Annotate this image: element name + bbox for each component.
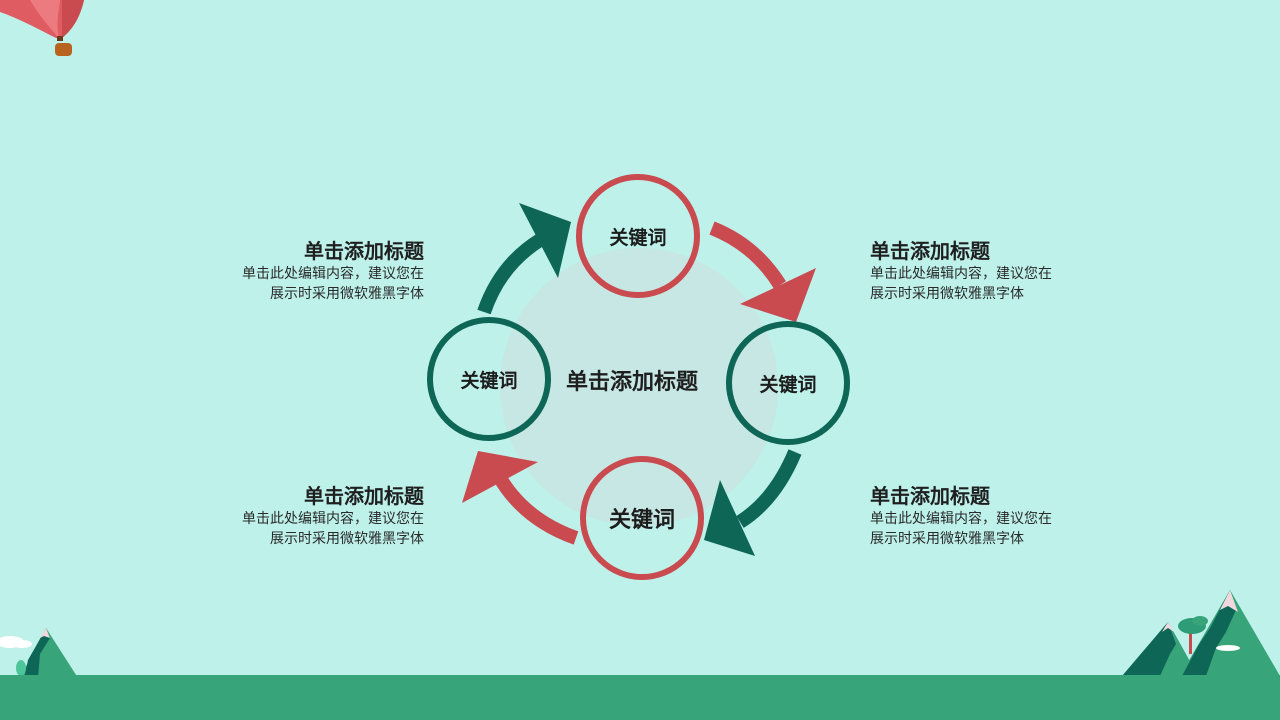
node-bottom-label: 关键词 [608, 508, 675, 533]
hot-air-balloon-icon [0, 0, 84, 56]
text-block-bottom-left[interactable]: 单击添加标题 单击此处编辑内容，建议您在 展示时采用微软雅黑字体 [164, 483, 424, 549]
block-line-2: 展示时采用微软雅黑字体 [270, 286, 424, 302]
arrow-top-to-right-icon [709, 221, 786, 289]
block-title: 单击添加标题 [304, 239, 424, 263]
text-block-top-left[interactable]: 单击添加标题 单击此处编辑内容，建议您在 展示时采用微软雅黑字体 [164, 238, 424, 304]
block-line-1: 单击此处编辑内容，建议您在 [242, 266, 424, 282]
center-title[interactable]: 单击添加标题 [566, 370, 699, 395]
block-title: 单击添加标题 [304, 484, 424, 508]
arrow-bottom-to-left-icon [493, 474, 579, 545]
node-top[interactable]: 关键词 [576, 174, 700, 298]
block-line-2: 展示时采用微软雅黑字体 [870, 286, 1024, 302]
node-top-label: 关键词 [609, 226, 667, 249]
block-line-1: 单击此处编辑内容，建议您在 [870, 511, 1052, 527]
node-left-label: 关键词 [460, 369, 518, 392]
mountain-left-icon [0, 628, 78, 678]
node-bottom[interactable]: 关键词 [580, 456, 704, 580]
block-line-1: 单击此处编辑内容，建议您在 [870, 266, 1052, 282]
node-left[interactable]: 关键词 [427, 317, 551, 441]
node-right[interactable]: 关键词 [726, 321, 850, 445]
block-line-2: 展示时采用微软雅黑字体 [270, 531, 424, 547]
text-block-bottom-right[interactable]: 单击添加标题 单击此处编辑内容，建议您在 展示时采用微软雅黑字体 [870, 483, 1130, 549]
ground-strip [0, 675, 1280, 720]
block-title: 单击添加标题 [870, 239, 990, 263]
block-line-1: 单击此处编辑内容，建议您在 [242, 511, 424, 527]
text-block-top-right[interactable]: 单击添加标题 单击此处编辑内容，建议您在 展示时采用微软雅黑字体 [870, 238, 1130, 304]
block-title: 单击添加标题 [870, 484, 990, 508]
block-line-2: 展示时采用微软雅黑字体 [870, 531, 1024, 547]
node-right-label: 关键词 [759, 373, 817, 396]
arrow-right-to-bottom-icon [736, 449, 802, 528]
arrow-left-to-top-icon [477, 234, 544, 315]
mountains-right-icon [1122, 590, 1280, 676]
